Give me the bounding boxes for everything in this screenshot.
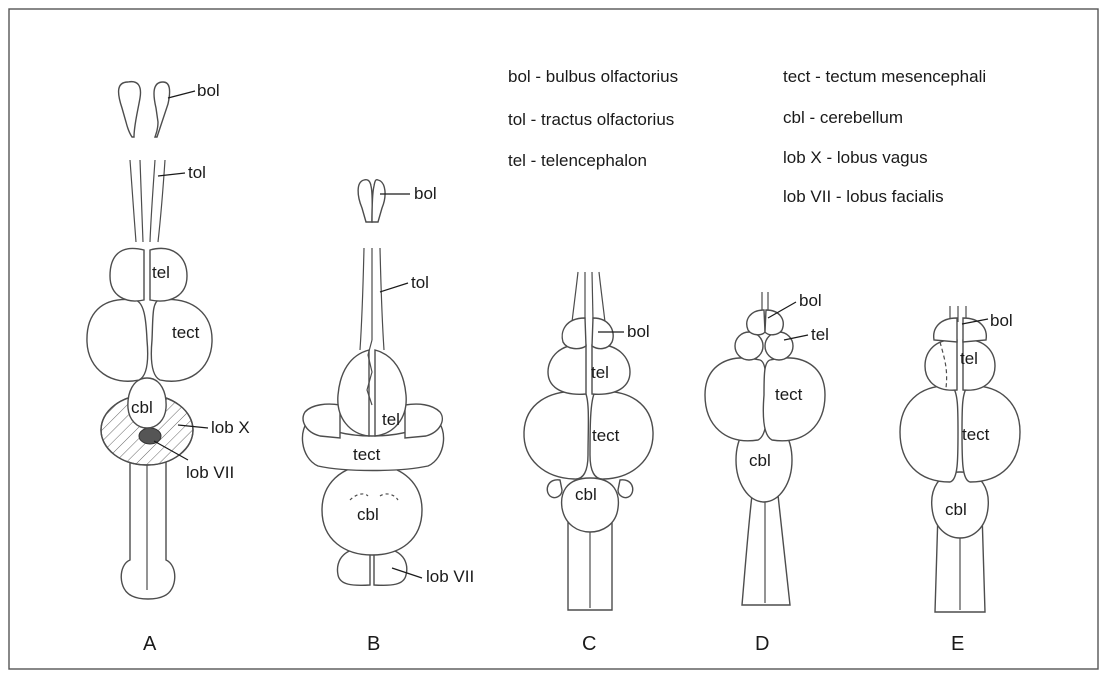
label-b-tel: tel: [382, 410, 400, 429]
panel-letter-d: D: [755, 633, 769, 655]
label-a-tect: tect: [172, 323, 200, 342]
panel-letter-e: E: [951, 633, 964, 655]
legend-tect: tect - tectum mesencephali: [783, 67, 986, 86]
label-a-bol: bol: [197, 81, 220, 100]
label-c-bol: bol: [627, 322, 650, 341]
label-a-lobvii: lob VII: [186, 463, 234, 482]
label-e-tel: tel: [960, 349, 978, 368]
label-b-tol: tol: [411, 273, 429, 292]
label-b-bol: bol: [414, 184, 437, 203]
panel-letter-a: A: [143, 633, 157, 655]
label-c-cbl: cbl: [575, 485, 597, 504]
label-b-tect: tect: [353, 445, 381, 464]
label-e-bol: bol: [990, 311, 1013, 330]
label-a-cbl: cbl: [131, 398, 153, 417]
label-a-tel: tel: [152, 263, 170, 282]
label-e-tect: tect: [962, 425, 990, 444]
panel-letter-b: B: [367, 633, 380, 655]
label-c-tel: tel: [591, 363, 609, 382]
label-a-lobx: lob X: [211, 418, 250, 437]
legend-tol: tol - tractus olfactorius: [508, 110, 674, 129]
label-d-cbl: cbl: [749, 451, 771, 470]
legend-lobx: lob X - lobus vagus: [783, 148, 928, 167]
legend-tel: tel - telencephalon: [508, 151, 647, 170]
label-d-bol: bol: [799, 291, 822, 310]
label-c-tect: tect: [592, 426, 620, 445]
label-d-tel: tel: [811, 325, 829, 344]
legend-lobvii: lob VII - lobus facialis: [783, 187, 944, 206]
label-d-tect: tect: [775, 385, 803, 404]
label-b-lobvii: lob VII: [426, 567, 474, 586]
legend-bol: bol - bulbus olfactorius: [508, 67, 678, 86]
panel-letter-c: C: [582, 633, 596, 655]
legend-cbl: cbl - cerebellum: [783, 108, 903, 127]
label-a-tol: tol: [188, 163, 206, 182]
label-e-cbl: cbl: [945, 500, 967, 519]
label-b-cbl: cbl: [357, 505, 379, 524]
